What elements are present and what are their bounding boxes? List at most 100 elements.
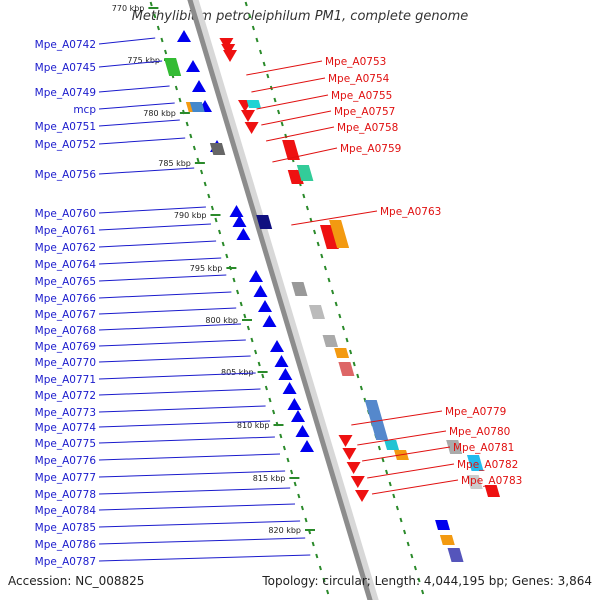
left-gene-label: Mpe_A0773 xyxy=(35,405,266,419)
tick-label: 820 kbp xyxy=(268,526,301,535)
right-gene-name: Mpe_A0753 xyxy=(325,56,386,68)
left-gene-label: Mpe_A0770 xyxy=(35,355,251,369)
left-gene-label: Mpe_A0774 xyxy=(35,420,271,434)
leader-line xyxy=(98,355,251,363)
gene-block xyxy=(484,485,501,497)
gene-block xyxy=(189,102,205,112)
gene-block xyxy=(364,400,389,440)
gene-block xyxy=(384,440,400,450)
leader-line xyxy=(367,463,455,479)
gene-arrow xyxy=(177,30,191,42)
gene-block xyxy=(334,348,350,358)
left-gene-name: Mpe_A0751 xyxy=(35,121,96,133)
tick-label: 770 kbp xyxy=(112,4,145,13)
genome-summary-text: Topology: circular; Length: 4,044,195 bp… xyxy=(262,574,592,588)
leader-line xyxy=(98,223,212,231)
leader-line xyxy=(98,470,286,478)
left-gene-label: mcp xyxy=(73,102,175,116)
left-gene-label: Mpe_A0756 xyxy=(35,167,195,181)
leader-line xyxy=(98,388,261,396)
leader-line xyxy=(371,479,459,495)
left-gene-name: Mpe_A0772 xyxy=(35,390,96,402)
left-gene-label: Mpe_A0776 xyxy=(35,453,281,467)
gene-arrow xyxy=(350,476,365,488)
leader-line xyxy=(98,405,266,413)
leader-line xyxy=(98,291,232,299)
right-gene-label: Mpe_A0759 xyxy=(272,143,401,163)
left-gene-name: Mpe_A0784 xyxy=(35,505,97,517)
gene-arrow xyxy=(258,300,272,312)
left-gene-label: Mpe_A0778 xyxy=(35,487,291,501)
left-gene-label: Mpe_A0760 xyxy=(35,206,206,220)
gene-block xyxy=(282,140,300,160)
gene-arrow xyxy=(262,315,277,327)
leader-line xyxy=(261,110,332,126)
tick-label: 805 kbp xyxy=(221,368,254,377)
gene-arrow xyxy=(244,122,259,134)
left-gene-label: Mpe_A0751 xyxy=(35,119,180,133)
left-track xyxy=(149,1,330,595)
leader-line xyxy=(98,453,281,461)
gene-arrow xyxy=(236,228,251,240)
leader-line xyxy=(98,85,170,93)
right-gene-label: Mpe_A0755 xyxy=(256,90,392,110)
leader-line xyxy=(98,257,222,265)
backbone xyxy=(187,0,373,600)
right-gene-label: Mpe_A0782 xyxy=(367,459,518,479)
gene-arrow xyxy=(232,215,247,227)
left-gene-label: Mpe_A0787 xyxy=(35,554,311,568)
left-gene-label: Mpe_A0777 xyxy=(35,470,286,484)
right-gene-name: Mpe_A0783 xyxy=(461,475,522,487)
left-gene-name: Mpe_A0761 xyxy=(35,225,96,237)
gene-arrow xyxy=(249,270,263,282)
left-gene-name: Mpe_A0777 xyxy=(35,472,96,484)
left-gene-name: Mpe_A0749 xyxy=(35,87,96,99)
leader-line xyxy=(98,436,275,444)
gene-arrow xyxy=(278,368,293,380)
left-gene-label: Mpe_A0749 xyxy=(35,85,170,99)
leader-line xyxy=(98,102,175,110)
gene-arrow xyxy=(287,398,302,410)
leader-line xyxy=(357,430,447,446)
left-gene-name: Mpe_A0786 xyxy=(35,539,97,551)
left-gene-name: Mpe_A0745 xyxy=(35,62,96,74)
leader-line xyxy=(98,240,217,248)
right-gene-label: Mpe_A0763 xyxy=(291,206,441,226)
right-gene-name: Mpe_A0757 xyxy=(334,106,395,118)
left-gene-label: Mpe_A0767 xyxy=(35,307,237,321)
accession-text: Accession: NC_008825 xyxy=(8,574,145,588)
gene-block xyxy=(338,362,355,376)
leader-line xyxy=(98,537,306,545)
leader-line xyxy=(98,307,237,315)
leader-line xyxy=(251,77,326,93)
left-gene-label: Mpe_A0769 xyxy=(35,339,246,353)
leader-line xyxy=(98,554,311,562)
leader-line xyxy=(362,446,451,462)
leader-line xyxy=(98,37,156,45)
gene-arrow xyxy=(241,110,255,122)
right-gene-name: Mpe_A0782 xyxy=(457,459,518,471)
backbone-shadow xyxy=(189,0,379,600)
tick-label: 775 kbp xyxy=(127,56,160,65)
left-gene-name: Mpe_A0752 xyxy=(35,139,96,151)
leader-line xyxy=(351,410,443,426)
left-gene-label: Mpe_A0742 xyxy=(35,37,156,51)
leader-line xyxy=(98,503,296,511)
gene-arrow xyxy=(192,80,206,92)
gene-block xyxy=(308,305,325,319)
leader-line xyxy=(98,167,195,175)
left-gene-name: Mpe_A0762 xyxy=(35,242,96,254)
gene-arrow xyxy=(270,340,284,352)
gene-block xyxy=(164,58,182,76)
right-gene-name: Mpe_A0758 xyxy=(337,122,398,134)
tick-label: 815 kbp xyxy=(253,474,286,483)
left-gene-name: Mpe_A0778 xyxy=(35,489,96,501)
gene-arrow xyxy=(342,448,357,460)
right-gene-name: Mpe_A0763 xyxy=(380,206,441,218)
gene-arrow xyxy=(346,462,361,474)
gene-arrow xyxy=(223,50,237,62)
left-gene-name: Mpe_A0769 xyxy=(35,341,96,353)
gene-arrow xyxy=(355,490,369,502)
left-gene-name: Mpe_A0760 xyxy=(35,208,96,220)
